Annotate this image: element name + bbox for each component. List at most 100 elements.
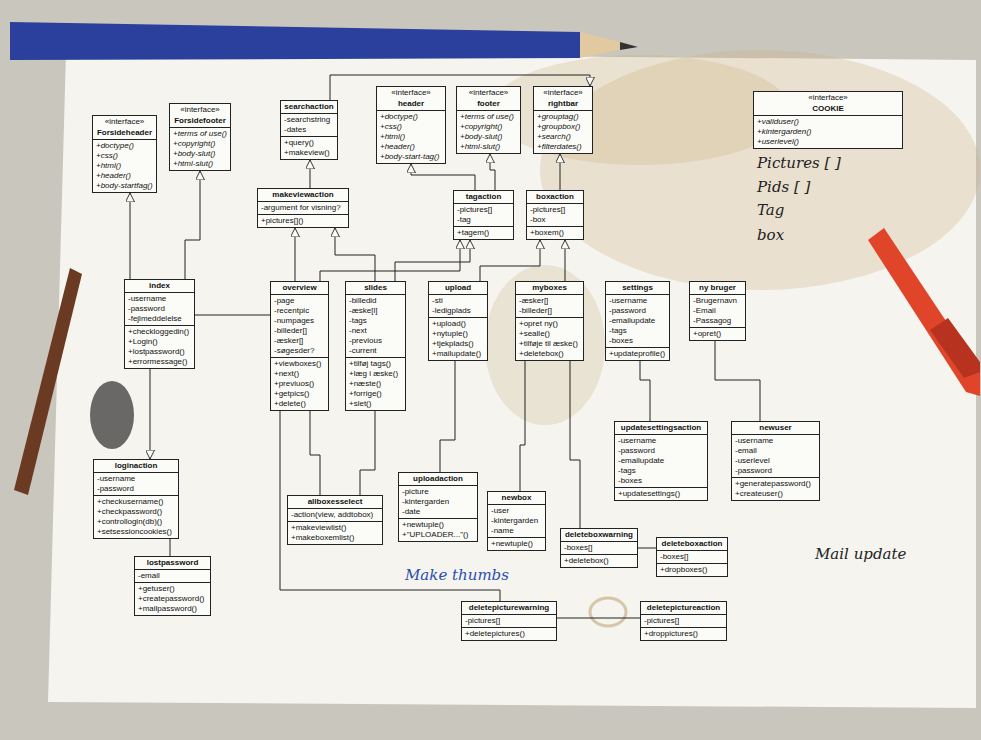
class-name: settings bbox=[606, 282, 669, 294]
member-line: +droppictures() bbox=[644, 629, 723, 639]
class-box: boxaction-pictures[] -box+boxem() bbox=[526, 190, 584, 240]
class-box: deleteboxaction-boxes[]+dropboxes() bbox=[656, 537, 728, 577]
member-list: +newtuple() bbox=[488, 537, 545, 550]
member-line: +userlevel() bbox=[757, 137, 899, 147]
member-line: +header() bbox=[96, 171, 153, 181]
stereotype-label: «interface» bbox=[754, 92, 902, 103]
class-box: slides-billedid -æske[i] -tags -next -pr… bbox=[345, 281, 406, 411]
class-name: deletepictureaction bbox=[641, 602, 726, 614]
member-line: -fejlmeddelelse bbox=[128, 314, 191, 324]
member-line: +tilføje til æske() bbox=[519, 339, 580, 349]
class-name: allboxesselect bbox=[288, 496, 382, 508]
member-list: -picture -kintergarden -date bbox=[399, 485, 477, 518]
member-line: -picture bbox=[402, 487, 474, 497]
class-name: lostpassword bbox=[135, 557, 210, 569]
member-line: +læg i æske() bbox=[349, 369, 402, 379]
member-list: +terms of use() +copyright() +body-slut(… bbox=[457, 110, 520, 153]
member-list: -action(view, addtobox) bbox=[288, 508, 382, 521]
member-line: -next bbox=[349, 326, 402, 336]
member-line: -kintergarden bbox=[402, 497, 474, 507]
member-line: -tags bbox=[349, 316, 402, 326]
interface-class-box: «interface»COOKIE+validuser() +kintergar… bbox=[753, 91, 903, 149]
class-name: myboxes bbox=[516, 282, 583, 294]
pencil-lead bbox=[620, 42, 638, 50]
generalization-arrow bbox=[295, 228, 296, 281]
class-box: myboxes-æsker[] -billeder[]+opret ny() +… bbox=[515, 281, 584, 361]
class-name: newbox bbox=[488, 492, 545, 504]
coffee-ring bbox=[590, 598, 626, 626]
stereotype-label: «interface» bbox=[377, 87, 445, 98]
association-line bbox=[170, 539, 171, 556]
class-box: deletepictureaction-pictures[] +droppictu… bbox=[640, 601, 727, 641]
member-list: -page -recentpic -numpages -billeder[] -… bbox=[271, 294, 328, 357]
stereotype-label: «interface» bbox=[457, 87, 520, 98]
member-line: +updateprofile() bbox=[609, 349, 666, 359]
member-list: +checkusername() +checkpassword() +contr… bbox=[94, 495, 178, 538]
member-line: -sti bbox=[432, 296, 484, 306]
member-line: -boxes bbox=[618, 476, 704, 486]
handwritten-note: Pids [ ] bbox=[757, 178, 810, 196]
member-line: -tag bbox=[457, 215, 510, 225]
member-line: -searchstring bbox=[284, 115, 334, 125]
generalization-arrow bbox=[335, 228, 375, 281]
member-line: +css() bbox=[96, 151, 153, 161]
handwritten-note: Pictures [ ] bbox=[757, 154, 841, 172]
association-line bbox=[195, 315, 270, 316]
member-line: -date bbox=[402, 507, 474, 517]
member-list: -billedid -æske[i] -tags -next -previous… bbox=[346, 294, 405, 357]
member-line: -recentpic bbox=[274, 306, 325, 316]
member-line: +copyright() bbox=[460, 122, 517, 132]
member-line: +makeview() bbox=[284, 148, 334, 158]
member-list: +generatepassword() +createuser() bbox=[732, 477, 819, 500]
member-line: -page bbox=[274, 296, 325, 306]
member-line: +næste() bbox=[349, 379, 402, 389]
member-line: +deletepictures() bbox=[465, 629, 553, 639]
handwritten-note: box bbox=[757, 226, 784, 244]
member-list: +updateprofile() bbox=[606, 347, 669, 360]
class-name: searchaction bbox=[281, 101, 337, 113]
generalization-arrow bbox=[411, 164, 475, 190]
generalization-arrow bbox=[320, 240, 460, 281]
member-line: +checkusername() bbox=[97, 497, 175, 507]
member-list: -boxes[] bbox=[561, 541, 637, 554]
class-box: ny bruger-Brugernavn -Email -Passagog+op… bbox=[689, 281, 746, 341]
fingerprint-smudge bbox=[90, 381, 134, 449]
class-box: makeviewaction-argument for visning?+pic… bbox=[257, 188, 349, 228]
class-name: newuser bbox=[732, 422, 819, 434]
class-box: updatesettingsaction-username -password … bbox=[614, 421, 708, 501]
member-line: +slet() bbox=[349, 399, 402, 409]
member-line: -password bbox=[128, 304, 191, 314]
member-line: +html() bbox=[380, 132, 442, 142]
member-list: +checkloggedin() +Login() +lostpassword(… bbox=[125, 325, 194, 368]
member-line: +html-slut() bbox=[173, 159, 227, 169]
member-line: +upload() bbox=[432, 319, 484, 329]
class-box: newuser-username -email -userlevel -pass… bbox=[731, 421, 820, 501]
member-line: +body-startfag() bbox=[96, 181, 153, 191]
member-line: -userlevel bbox=[735, 456, 816, 466]
member-list: +viewboxes() +next() +previuos() +getpic… bbox=[271, 357, 328, 410]
member-list: +makeviewlist() +makeboxemlist() bbox=[288, 521, 382, 544]
class-box: lostpassword-email+getuser() +createpass… bbox=[134, 556, 211, 616]
member-line: +filterdates() bbox=[537, 142, 589, 152]
class-box: upload-sti -ledigplads+upload() +nytuple… bbox=[428, 281, 488, 361]
member-list: +opret() bbox=[690, 327, 745, 340]
member-list: +deletepictures() bbox=[462, 627, 556, 640]
member-line: +viewboxes() bbox=[274, 359, 325, 369]
member-line: -emailupdate bbox=[618, 456, 704, 466]
member-list: -pictures[] bbox=[641, 614, 726, 627]
member-line: +body-slut() bbox=[173, 149, 227, 159]
member-line: +dropboxes() bbox=[660, 565, 724, 575]
member-line: +body-slut() bbox=[460, 132, 517, 142]
member-line: -password bbox=[735, 466, 816, 476]
member-list: -pictures[] -box bbox=[527, 203, 583, 226]
coffee-stain bbox=[485, 265, 605, 425]
stereotype-label: «interface» bbox=[534, 87, 592, 98]
association-line bbox=[638, 548, 656, 549]
handwritten-note: Make thumbs bbox=[405, 566, 509, 584]
generalization-arrow bbox=[490, 154, 495, 190]
member-line: -boxes[] bbox=[660, 552, 724, 562]
member-list: -æsker[] -billeder[] bbox=[516, 294, 583, 317]
class-box: uploadaction-picture -kintergarden -date… bbox=[398, 472, 478, 542]
class-box: deletepicturewarning-pictures[]+deletepi… bbox=[461, 601, 557, 641]
class-name: makeviewaction bbox=[258, 189, 348, 201]
